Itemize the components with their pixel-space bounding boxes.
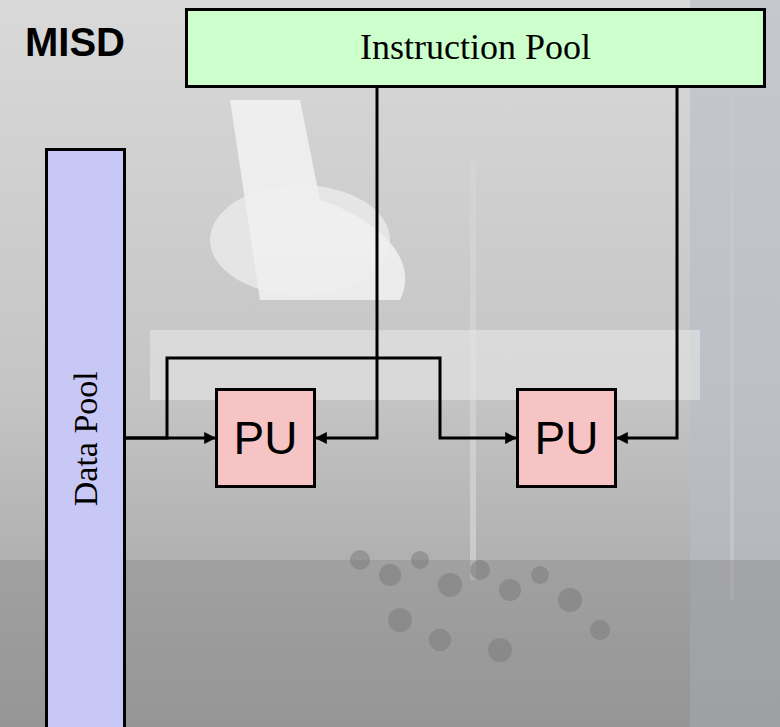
processing-unit-box: PU <box>516 388 617 488</box>
node-text: Data Pool <box>67 371 104 506</box>
connector-arrow <box>316 88 377 438</box>
connector-arrow <box>126 358 516 438</box>
node-text: PU <box>535 413 599 464</box>
architecture-title: MISD <box>25 20 125 65</box>
connector-arrow <box>617 88 677 438</box>
instruction-pool-box: Instruction Pool <box>185 8 766 88</box>
data-pool-band: Data Pool <box>45 148 126 727</box>
processing-unit-box: PU <box>215 388 316 488</box>
node-text: Instruction Pool <box>360 28 591 68</box>
node-text: PU <box>234 413 298 464</box>
